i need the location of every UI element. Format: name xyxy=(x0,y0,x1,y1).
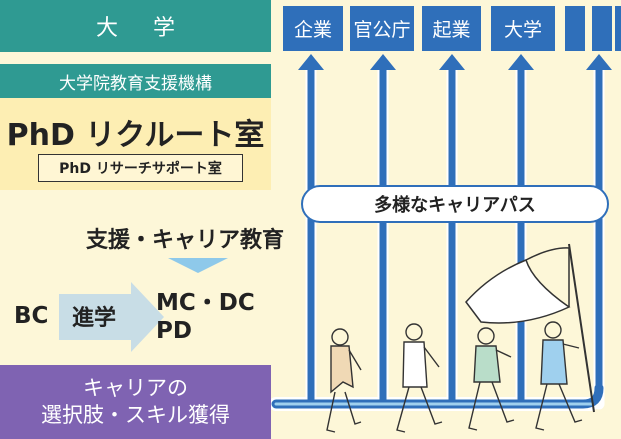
destination-tab-startup: 起業 xyxy=(422,6,481,51)
destination-tab-university: 大学 xyxy=(491,6,555,51)
destination-tab-extra-2 xyxy=(592,6,612,51)
career-skill-box: キャリアの 選択肢・スキル獲得 xyxy=(0,365,271,439)
career-line-2: 選択肢・スキル獲得 xyxy=(41,403,230,427)
bc-label: BC xyxy=(14,303,49,329)
university-header: 大 学 xyxy=(0,0,271,52)
destination-tab-extra-3 xyxy=(615,6,621,51)
research-support-box: PhD リサーチサポート室 xyxy=(38,154,243,182)
destination-tab-government: 官公庁 xyxy=(350,6,414,51)
organization-bar: 大学院教育支援機構 xyxy=(0,64,271,98)
career-paths-label: 多様なキャリアパス xyxy=(301,185,609,223)
career-paths-diagram xyxy=(271,54,612,433)
progress-arrow-icon xyxy=(59,282,164,352)
destination-tab-extra-1 xyxy=(565,6,585,51)
destination-tab-company: 企業 xyxy=(283,6,343,51)
down-arrow-icon xyxy=(168,258,228,273)
pd-label: PD xyxy=(156,318,192,344)
recruit-office-panel: PhD リクルート室 PhD リサーチサポート室 xyxy=(0,98,271,190)
mc-dc-label: MC・DC xyxy=(156,290,255,316)
recruit-office-title: PhD リクルート室 xyxy=(6,118,265,153)
career-line-1: キャリアの xyxy=(83,376,188,400)
support-label: 支援・キャリア教育 xyxy=(86,228,285,253)
progress-label: 進学 xyxy=(72,306,117,331)
